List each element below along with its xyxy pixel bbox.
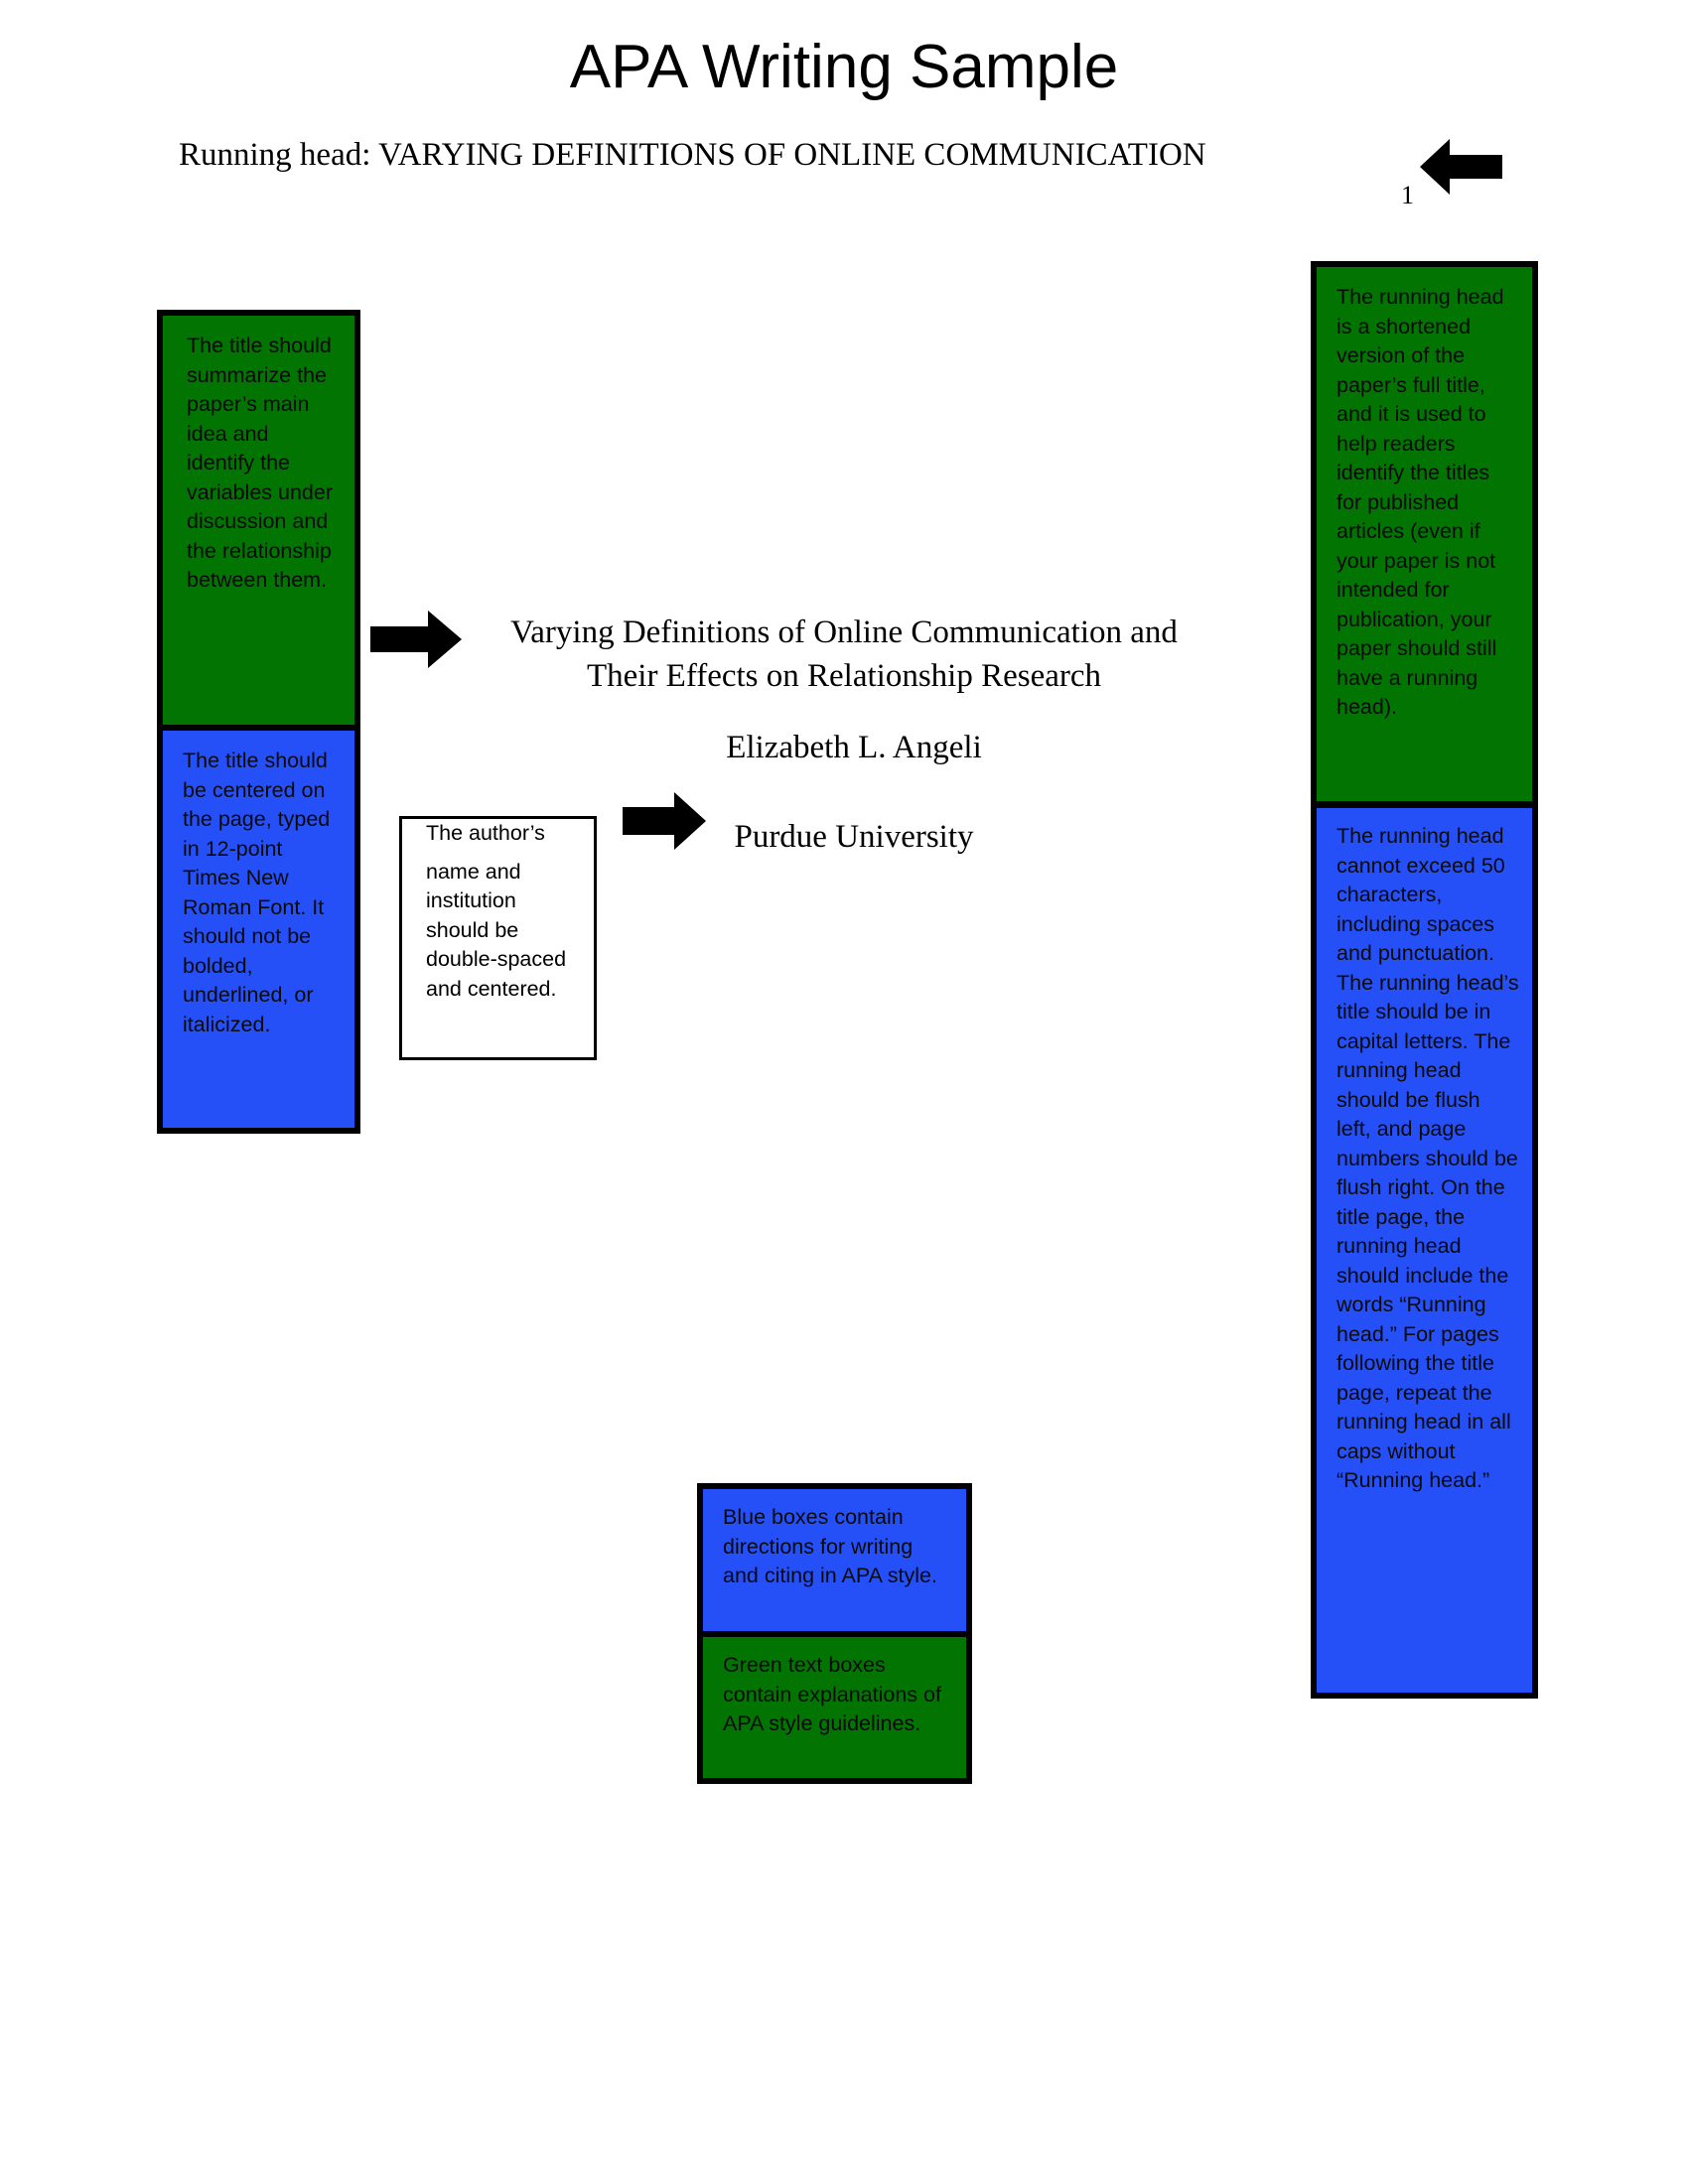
running-head-explanation-text: The running head is a shortened version … <box>1336 285 1504 719</box>
arrow-right-icon <box>370 611 462 668</box>
author-note: The author’s name and institution should… <box>399 816 597 1060</box>
author-note-text: name and institution should be double-sp… <box>426 859 567 1001</box>
running-head-directions-text: The running head cannot exceed 50 charac… <box>1336 824 1519 1492</box>
legend-blue-text: Blue boxes contain directions for writin… <box>723 1505 937 1587</box>
title-format-note: The title should be centered on the page… <box>157 725 360 1134</box>
arrow-left-icon <box>1420 139 1502 195</box>
legend-blue-box: Blue boxes contain directions for writin… <box>697 1483 972 1637</box>
running-head: Running head: VARYING DEFINITIONS OF ONL… <box>179 137 1206 173</box>
paper-title: Varying Definitions of Online Communicat… <box>437 611 1251 698</box>
page-number: 1 <box>1401 181 1414 209</box>
legend-green-box: Green text boxes contain explanations of… <box>697 1631 972 1784</box>
title-summary-note: The title should summarize the paper’s m… <box>157 310 360 731</box>
document-header-title: APA Writing Sample <box>569 33 1119 101</box>
paper-title-line-2: Their Effects on Relationship Research <box>586 658 1102 694</box>
running-head-explanation-note: The running head is a shortened version … <box>1311 261 1538 807</box>
legend-green-text: Green text boxes contain explanations of… <box>723 1653 941 1735</box>
title-format-text: The title should be centered on the page… <box>183 749 331 1036</box>
running-head-directions-note: The running head cannot exceed 50 charac… <box>1311 802 1538 1699</box>
author-note-first-line: The author’s <box>426 821 545 845</box>
institution-name: Purdue University <box>734 819 974 855</box>
author-name: Elizabeth L. Angeli <box>726 730 982 765</box>
paper-title-line-1: Varying Definitions of Online Communicat… <box>510 614 1178 650</box>
arrow-right-icon <box>623 792 706 850</box>
title-summary-text: The title should summarize the paper’s m… <box>187 334 334 592</box>
